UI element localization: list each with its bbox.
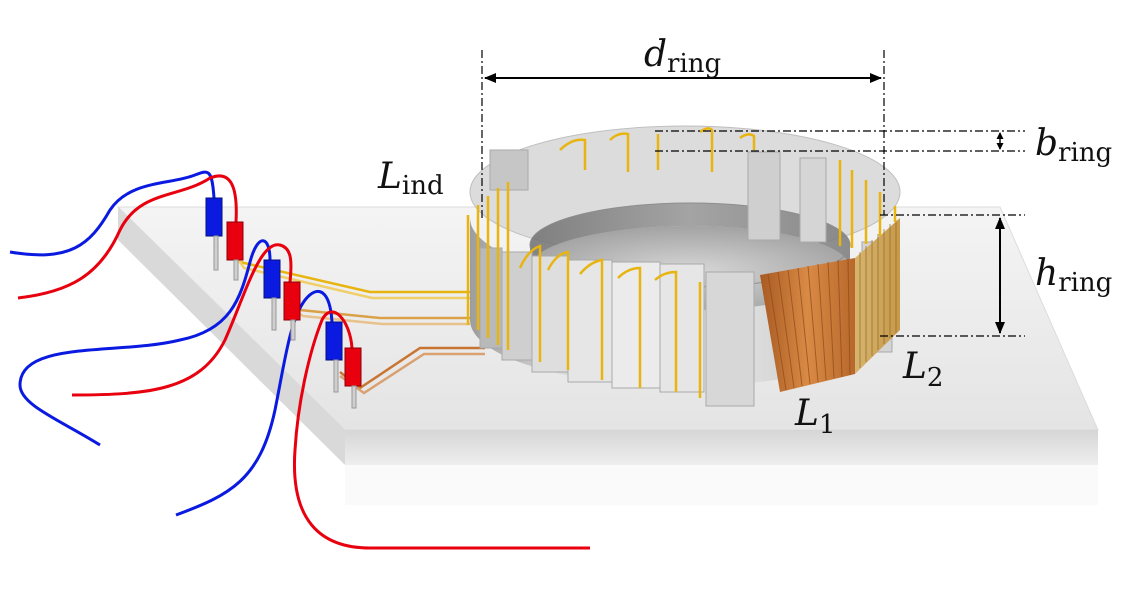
probe-red-2 <box>283 281 301 321</box>
winding-l1 <box>760 258 855 392</box>
toroid-ring <box>466 125 901 407</box>
label-h-ring: hring <box>1035 253 1112 298</box>
label-b-ring: bring <box>1035 123 1112 168</box>
cable-blue-2 <box>18 239 272 447</box>
probe-red-1 <box>226 221 244 261</box>
labels: dring bring hring Lind L1 L2 <box>377 34 1112 440</box>
winding-l2 <box>855 218 900 374</box>
dimension-lines <box>481 50 1025 337</box>
label-d-ring: dring <box>644 34 721 79</box>
probe-cables <box>9 170 590 550</box>
cable-blue-3 <box>175 289 334 517</box>
label-l-ind: Lind <box>377 156 444 201</box>
probe-blue-1 <box>205 197 223 237</box>
probe-blue-2 <box>263 259 281 299</box>
probe-red-3 <box>344 347 362 387</box>
probe-blue-3 <box>325 321 343 361</box>
probe-tips <box>205 197 362 409</box>
cable-red-3 <box>292 310 590 550</box>
label-l2: L2 <box>902 346 943 393</box>
label-l1: L1 <box>794 393 835 440</box>
winding-lind <box>466 127 897 398</box>
cable-red-1 <box>17 174 238 300</box>
cable-blue-1 <box>9 170 216 257</box>
cable-red-2 <box>71 243 293 397</box>
